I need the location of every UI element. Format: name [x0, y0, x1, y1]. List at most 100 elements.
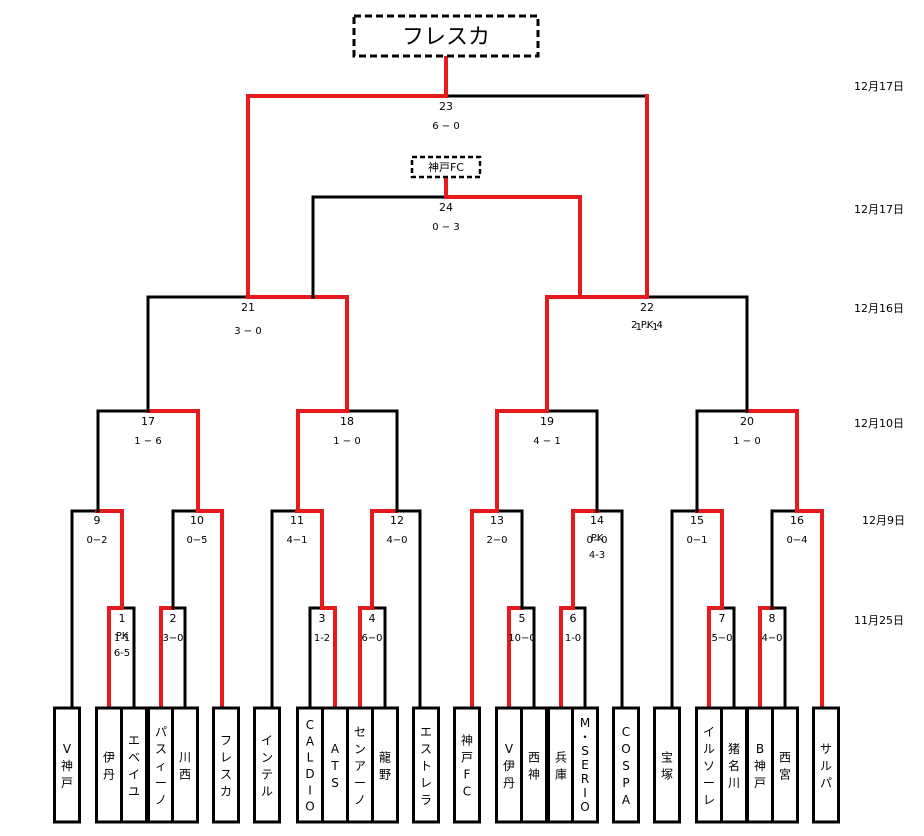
- team-box-frame: [453, 706, 481, 824]
- match-score: 2 PK 4: [631, 320, 663, 331]
- match-number: 24: [439, 201, 453, 214]
- match-score: 0 − 3: [432, 222, 459, 233]
- team-box: エストレラ: [412, 706, 440, 824]
- team-box-frame: [771, 706, 799, 824]
- team-box: 西神: [520, 706, 548, 824]
- date-label: 12月17日: [854, 203, 904, 216]
- match-number: 6: [570, 612, 577, 625]
- match-score: 0−2: [86, 535, 107, 546]
- team-box-frame: [812, 706, 840, 824]
- match-number: 16: [790, 514, 804, 527]
- match-score: 0−5: [186, 535, 207, 546]
- team-box: パスィーノ: [147, 706, 175, 824]
- team-box-frame: [720, 706, 748, 824]
- team-name: エベイユ: [128, 734, 140, 799]
- match-number: 17: [141, 415, 155, 428]
- team-box: 伊丹: [95, 706, 123, 824]
- team-box: インテル: [253, 706, 281, 824]
- match-number: 18: [340, 415, 354, 428]
- match-score: 4−0: [386, 535, 407, 546]
- match-number: 14: [590, 514, 604, 527]
- team-name: サルパ: [820, 742, 832, 790]
- match-score: 4−0: [761, 633, 782, 644]
- match-score: 2−0: [486, 535, 507, 546]
- team-name: 西神: [528, 751, 540, 782]
- match-score: 3−0: [162, 633, 183, 644]
- team-name: インテル: [261, 734, 273, 799]
- match-number: 7: [719, 612, 726, 625]
- third-place-name: 神戸FC: [428, 160, 464, 174]
- match-number: 13: [490, 514, 504, 527]
- round-dates: 12月17日 12月17日 12月16日 12月10日 12月9日 11月25日: [854, 80, 905, 627]
- match-number: 20: [740, 415, 754, 428]
- match-score: 1 − 6: [134, 436, 161, 447]
- champion-name: フレスカ: [402, 25, 490, 50]
- match-number: 9: [94, 514, 101, 527]
- date-label: 11月25日: [854, 614, 904, 627]
- team-box-frame: [95, 706, 123, 824]
- team-box-frame: [53, 706, 81, 824]
- match-score: 1-1: [114, 633, 130, 644]
- team-name: 猪名川: [728, 742, 740, 790]
- team-name: センアーノ: [354, 725, 366, 807]
- match-score: 0−0: [586, 535, 607, 546]
- match-number: 4: [369, 612, 376, 625]
- match-score: 1 − 0: [733, 436, 760, 447]
- match-score: 6−0: [361, 633, 382, 644]
- team-box-frame: [171, 706, 199, 824]
- team-name: エストレラ: [420, 725, 432, 807]
- match-number: 3: [319, 612, 326, 625]
- match-score: PK: [116, 631, 129, 642]
- team-box-frame: [653, 706, 681, 824]
- match-number: 23: [439, 100, 453, 113]
- team-box: フレスカ: [212, 706, 240, 824]
- team-name: 兵庫: [555, 751, 567, 782]
- team-box-frame: [612, 706, 640, 824]
- team-box: サルパ: [812, 706, 840, 824]
- bracket-lines: [70, 54, 824, 710]
- match-score: 4-3: [589, 550, 605, 561]
- team-box-frame: [495, 706, 523, 824]
- match-score: PK: [591, 533, 604, 544]
- match-score: 1-2: [314, 633, 330, 644]
- match-score: 1 − 0: [333, 436, 360, 447]
- match-score: 3 − 0: [234, 326, 261, 337]
- team-name: 西宮: [779, 751, 791, 782]
- match-number: 10: [190, 514, 204, 527]
- match-score: 10−0: [508, 633, 535, 644]
- team-name: イルソーレ: [703, 725, 715, 807]
- match-number: 19: [540, 415, 554, 428]
- champion-box: フレスカ: [352, 14, 540, 58]
- match-number: 5: [519, 612, 526, 625]
- team-box-frame: [695, 706, 723, 824]
- match-score: 5−0: [711, 633, 732, 644]
- match-number: 2: [170, 612, 177, 625]
- team-name: 龍野: [379, 750, 391, 782]
- match-number: 1: [119, 612, 126, 625]
- team-box-frame: [547, 706, 575, 824]
- match-score: 0−1: [686, 535, 707, 546]
- match-number: 22: [640, 301, 654, 314]
- team-box-frame: [253, 706, 281, 824]
- team-box: 西宮: [771, 706, 799, 824]
- match-score: 6-5: [114, 648, 130, 659]
- date-label: 12月10日: [854, 417, 904, 430]
- match-number: 15: [690, 514, 704, 527]
- team-box-frame: [212, 706, 240, 824]
- match-score: 4−1: [286, 535, 307, 546]
- team-box: イルソーレ: [695, 706, 723, 824]
